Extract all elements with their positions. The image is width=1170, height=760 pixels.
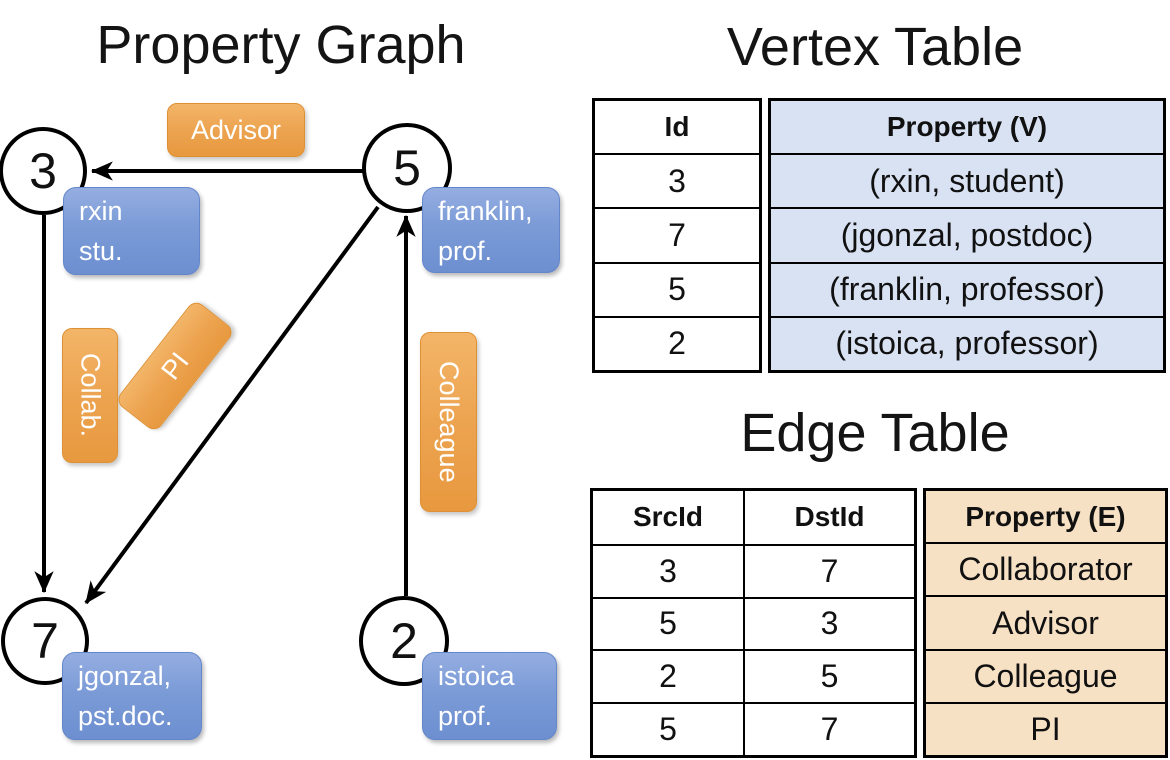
edge-table-dstid-cell: 3: [743, 596, 914, 650]
vertex-property-box-jgonzal: jgonzal, pst.doc.: [62, 652, 202, 740]
vertex-table-property-cell: (jgonzal, postdoc): [771, 207, 1163, 261]
vertex-property-box-istoica: istoica prof.: [422, 652, 557, 740]
edge-table: SrcId DstId 3 7 5 3 2 5 5 7 Property (E)…: [590, 488, 1168, 758]
vertex-table-property-header: Property (V): [886, 111, 1048, 143]
vertex-table-property-cell: (rxin, student): [771, 153, 1163, 207]
edge-table-dstid-cell: 7: [743, 702, 914, 755]
vertex-property-box-franklin: franklin, prof.: [422, 187, 560, 273]
edge-table-srcid-header: SrcId: [632, 501, 704, 533]
edge-label-collab: Collab.: [62, 328, 118, 463]
vertex-node-7-id: 7: [31, 613, 59, 669]
vertex-node-5: 5: [362, 123, 452, 213]
edge-table-dstid-header: DstId: [743, 491, 914, 544]
edge-table-property-cell: Advisor: [926, 595, 1165, 648]
vertex-table-id-column: Id 3 7 5 2: [592, 98, 762, 373]
edge-table-srcid-cell: 5: [593, 702, 743, 755]
vertex-table-property-column: Property (V) (rxin, student) (jgonzal, p…: [768, 98, 1166, 373]
vertex-table-id-cell: 3: [595, 153, 759, 207]
edge-table-property-cell: Colleague: [926, 648, 1165, 702]
edge-table-property-header: Property (E): [965, 500, 1126, 532]
edge-table-srcid-cell: 2: [593, 649, 743, 702]
vertex-node-3-id: 3: [29, 143, 57, 199]
vertex-table-property-cell: (franklin, professor): [771, 261, 1163, 316]
graph-title: Property Graph: [96, 15, 466, 75]
edge-table-property-cell: Collaborator: [926, 542, 1165, 595]
vertex-table-title: Vertex Table: [726, 17, 1024, 77]
vertex-table-property-cell: (istoica, professor): [771, 315, 1163, 370]
edge-table-dstid-cell: 5: [743, 649, 914, 703]
edge-table-column-gap: [917, 488, 923, 758]
edge-label-colleague: Colleague: [420, 332, 477, 512]
vertex-property-box-rxin: rxin stu.: [63, 187, 200, 275]
vertex-node-3: 3: [0, 127, 87, 215]
vertex-node-5-id: 5: [393, 140, 421, 196]
edge-table-title: Edge Table: [740, 403, 1010, 463]
edge-table-srcid-cell: 5: [593, 596, 743, 650]
vertex-table-id-cell: 5: [595, 261, 759, 316]
vertex-node-2-id: 2: [390, 613, 418, 669]
edge-label-pi: PI: [114, 298, 236, 434]
edge-table-srcid-cell: 3: [593, 543, 743, 597]
vertex-table-id-header: Id: [664, 111, 690, 143]
edge-table-id-columns: SrcId DstId 3 7 5 3 2 5 5 7: [590, 488, 917, 758]
vertex-table-column-gap: [762, 98, 768, 373]
vertex-table-id-cell: 7: [595, 207, 759, 261]
edge-table-property-column: Property (E) Collaborator Advisor Collea…: [923, 488, 1168, 758]
edge-table-property-cell: PI: [926, 701, 1165, 755]
vertex-table: Id 3 7 5 2 Property (V) (rxin, student) …: [592, 98, 1166, 373]
vertex-table-id-cell: 2: [595, 315, 759, 370]
edge-label-advisor: Advisor: [167, 103, 305, 157]
edge-table-dstid-cell: 7: [743, 543, 914, 597]
